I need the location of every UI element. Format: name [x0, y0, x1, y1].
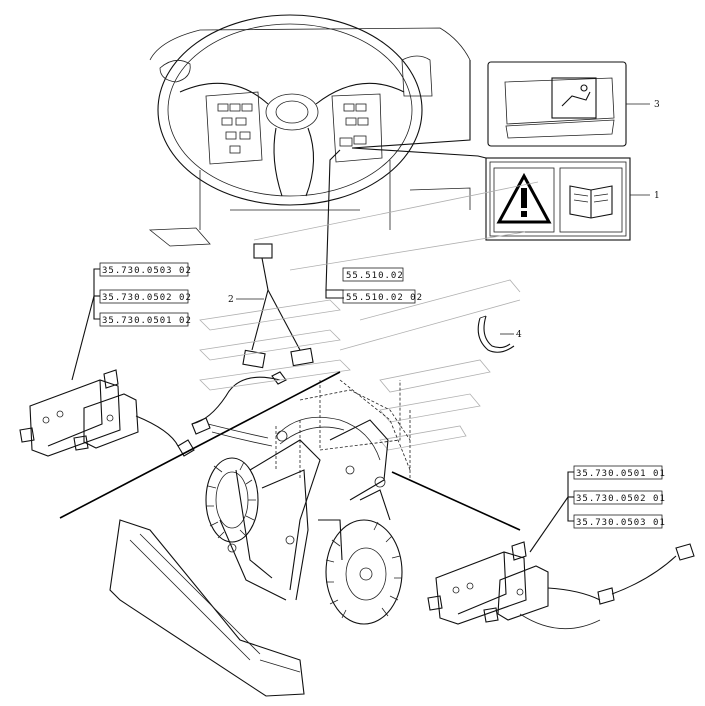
part-ref-left-3: 35.730.0501 02: [102, 316, 192, 326]
part-ref-left-2: 35.730.0502 02: [102, 293, 192, 303]
callout-4: 4: [516, 330, 522, 340]
part-ref-right-3: 35.730.0503 01: [576, 518, 666, 528]
callout-3: 3: [654, 100, 660, 110]
steering-wheel-dashboard: [148, 14, 471, 247]
right-part-refs: 35.730.0501 01 35.730.0502 01 35.730.050…: [529, 465, 666, 553]
switch-decal-group: 3: [487, 61, 660, 147]
wiring-harness-group: 2: [191, 243, 314, 425]
part-ref-center-2: 55.510.02 02: [346, 293, 423, 303]
part-ref-left-1: 35.730.0503 02: [102, 266, 192, 276]
leader-lines-top: [253, 60, 539, 299]
center-part-refs: 55.510.02 55.510.02 02: [342, 267, 423, 304]
left-part-refs: 35.730.0503 02 35.730.0502 02 35.730.050…: [71, 262, 192, 381]
part-ref-center-1: 55.510.02: [346, 271, 404, 281]
loader-control-switch-icon: [551, 77, 597, 119]
operator-manual-book-icon: [569, 185, 613, 219]
warning-triangle-icon: [496, 172, 552, 224]
callout-2: 2: [228, 295, 234, 305]
callout-1: 1: [654, 191, 660, 201]
tractor-loader-assembly: [59, 371, 521, 697]
loader-frame-outline: [199, 279, 521, 480]
warning-decal-group: 1: [485, 157, 660, 241]
part-ref-right-2: 35.730.0502 01: [576, 494, 666, 504]
hose-clamp-group: 4: [477, 315, 522, 353]
part-ref-right-1: 35.730.0501 01: [576, 469, 666, 479]
right-valve-assembly: [427, 541, 695, 630]
left-valve-assembly: [19, 369, 211, 457]
